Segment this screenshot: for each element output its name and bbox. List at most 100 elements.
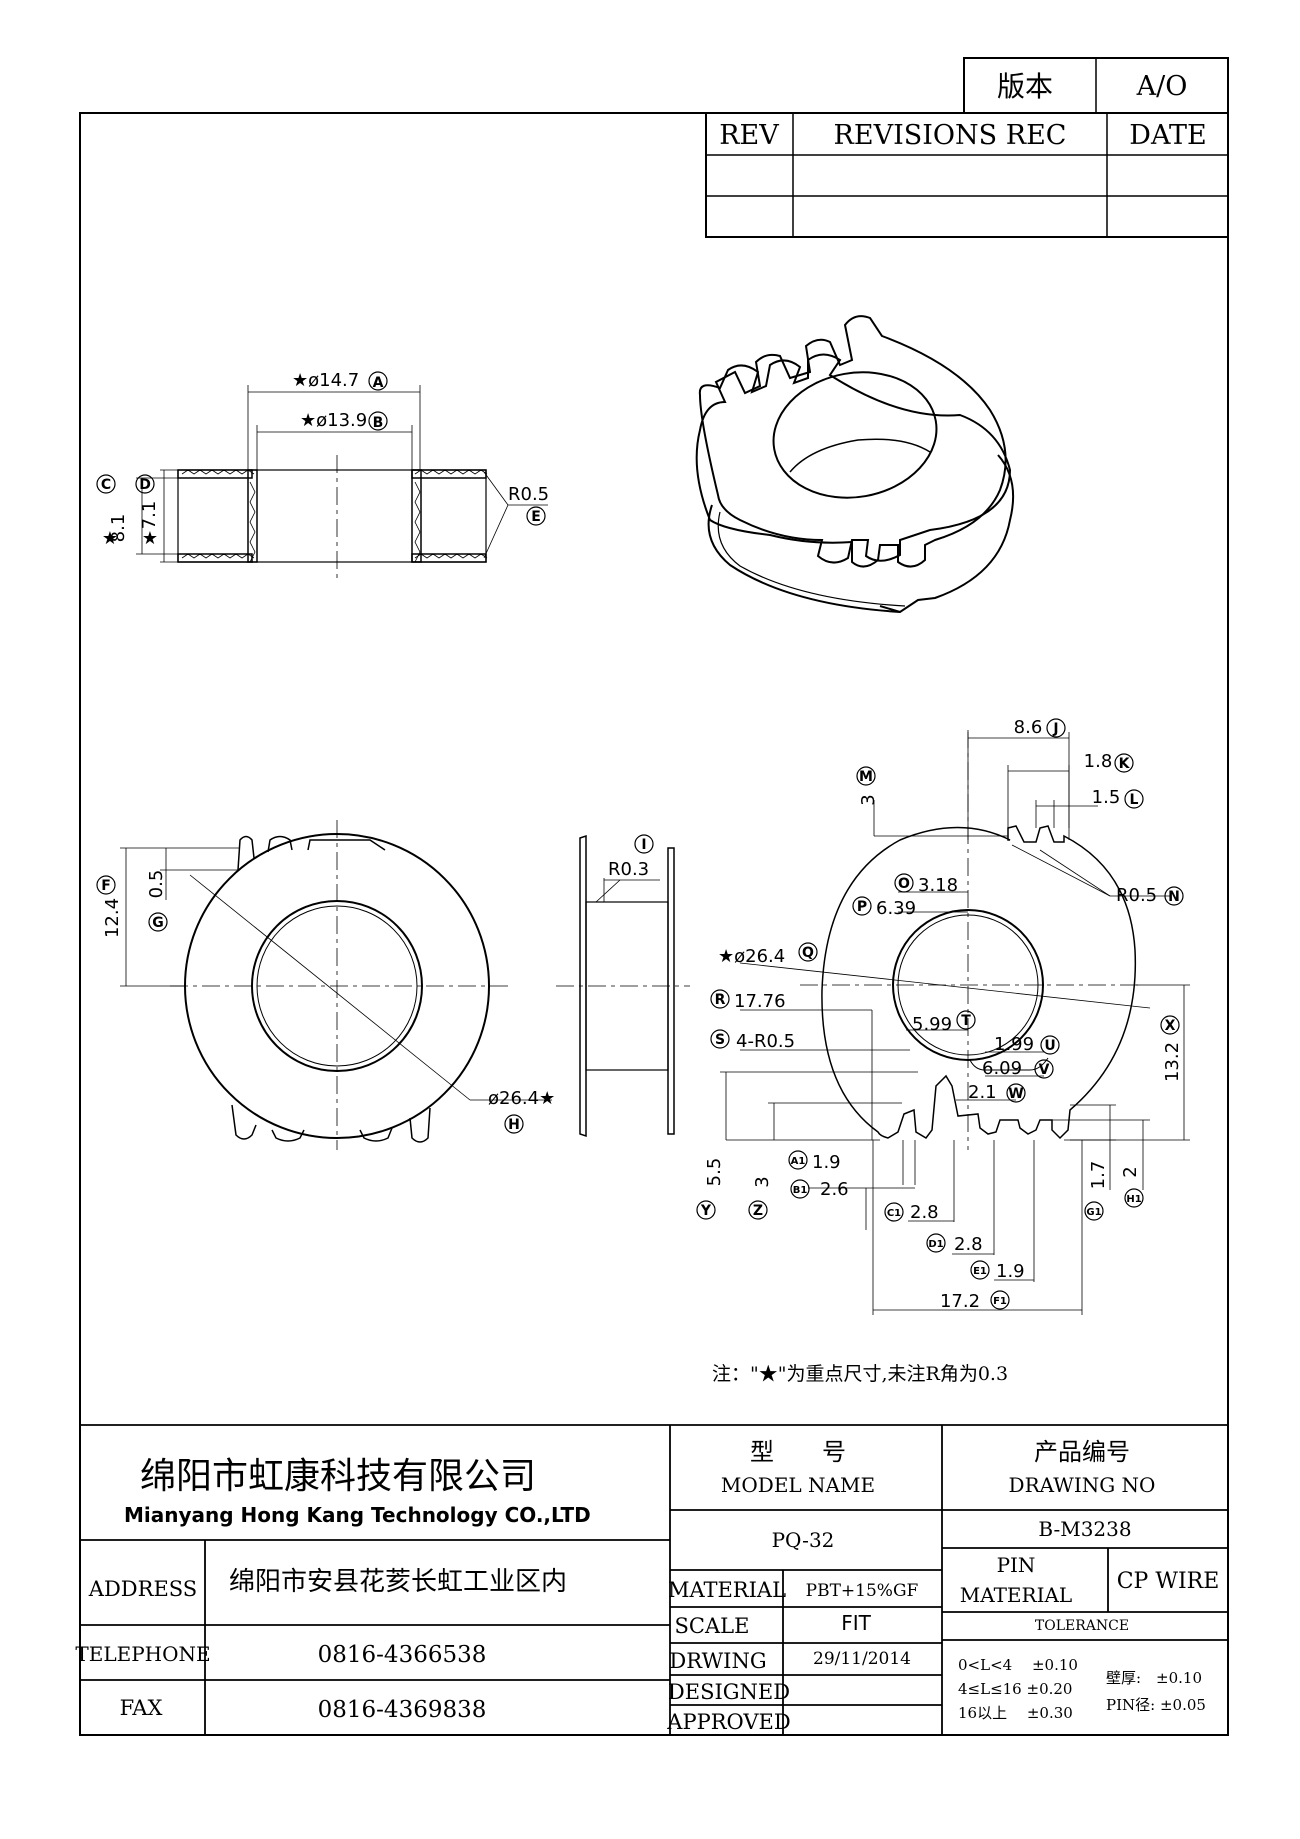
dim-y-circle — [696, 1200, 716, 1220]
dim-f1-label: 17.2 — [940, 1291, 980, 1312]
material-value: PBT+15%GF — [806, 1581, 919, 1601]
dim-o-circle — [894, 873, 914, 893]
dim-v-circle — [1034, 1059, 1054, 1079]
drawing-no-label-chinese: 产品编号 — [1034, 1438, 1130, 1466]
scale-value: FIT — [841, 1611, 871, 1635]
dim-n-circle — [1164, 886, 1184, 906]
dim-t-circle — [956, 1010, 976, 1030]
pin-material-label-1: PIN — [997, 1553, 1036, 1577]
fax-value: 0816-4369838 — [318, 1697, 487, 1723]
dim-c1-circle — [884, 1202, 904, 1222]
model-label-english: MODEL NAME — [721, 1473, 875, 1497]
dim-r-tag: R — [715, 992, 726, 1008]
dim-e-tag: E — [531, 509, 541, 525]
drawing-note: 注："★"为重点尺寸,未注R角为0.3 — [712, 1363, 1008, 1385]
isometric-flange — [695, 315, 1015, 614]
telephone-label: TELEPHONE — [75, 1642, 210, 1666]
dim-h-label: ø26.4★ — [488, 1088, 555, 1109]
dim-f-tag: F — [101, 878, 111, 894]
fax-label: FAX — [120, 1696, 163, 1720]
dim-h1-circle — [1124, 1188, 1144, 1208]
dim-v-label: 6.09 — [982, 1058, 1022, 1079]
dim-b1-tag: B1 — [793, 1185, 808, 1196]
dim-i-circle — [634, 834, 654, 854]
dim-g1-tag: G1 — [1086, 1207, 1101, 1218]
dim-e-label: R0.5 — [508, 484, 549, 505]
dim-c-star: ★ — [102, 528, 118, 549]
dim-h1-label: 2 — [1120, 1166, 1141, 1177]
dim-h1-tag: H1 — [1126, 1194, 1141, 1205]
dim-g-tag: G — [152, 915, 164, 931]
dim-f1-tag: F1 — [993, 1296, 1007, 1307]
dim-x-tag: X — [1165, 1018, 1176, 1034]
pin-material-value: CP WIRE — [1117, 1569, 1220, 1594]
dim-d-circle — [135, 474, 155, 494]
wall-thickness-tolerance: 壁厚: ±0.10 — [1106, 1669, 1202, 1687]
dim-f-label: 12.4 — [102, 898, 123, 938]
dim-e-circle — [526, 506, 546, 526]
dim-o-label: 3.18 — [918, 875, 958, 896]
dim-l-tag: L — [1130, 792, 1139, 808]
dim-j-label: 8.6 — [1014, 717, 1043, 738]
revisions-record-header: REVISIONS REC — [834, 120, 1067, 151]
dim-c-label: 8.1 — [108, 514, 129, 543]
dim-l-label: 1.5 — [1092, 787, 1121, 808]
dim-b-circle — [368, 411, 388, 431]
dim-c1-label: 2.8 — [910, 1202, 939, 1223]
material-label: MATERIAL — [668, 1578, 786, 1602]
dim-r-circle — [710, 989, 730, 1009]
dim-g-circle — [148, 912, 168, 932]
address-value: 绵阳市安县花荄长虹工业区内 — [229, 1567, 567, 1597]
dim-b-tag: B — [373, 415, 384, 431]
dim-b1-label: 2.6 — [820, 1179, 849, 1200]
company-name-chinese: 绵阳市虹康科技有限公司 — [140, 1456, 536, 1497]
dim-g1-label: 1.7 — [1088, 1161, 1109, 1190]
dim-z-label: 3 — [752, 1176, 773, 1187]
dim-c-circle — [96, 474, 116, 494]
pin-view — [720, 730, 1190, 1315]
dim-b-label: ★ø13.9 — [300, 410, 367, 431]
dim-w-tag: W — [1008, 1086, 1023, 1102]
dim-d-label: 7.1 — [139, 501, 160, 530]
dim-x-label: 13.2 — [1162, 1042, 1183, 1082]
dim-m-label: 3 — [858, 794, 879, 805]
dim-j-tag: J — [1052, 721, 1058, 737]
dim-r-label: 17.76 — [734, 991, 786, 1012]
dim-c-tag: C — [101, 477, 111, 493]
dim-i-tag: I — [641, 837, 646, 853]
dim-f1-circle — [990, 1290, 1010, 1310]
title-block-grid — [80, 1424, 1228, 1735]
dim-n-tag: N — [1168, 889, 1180, 905]
isometric-view — [698, 353, 1012, 564]
drawing-no-label-english: DRAWING NO — [1009, 1473, 1156, 1497]
dim-d1-tag: D1 — [928, 1239, 943, 1250]
dim-a-circle — [368, 371, 388, 391]
pin-material-label-2: MATERIAL — [960, 1583, 1072, 1607]
side-view — [556, 834, 690, 1138]
dim-m-tag: M — [859, 769, 873, 785]
drawing-no-value: B-M3238 — [1038, 1517, 1131, 1541]
drawing-frame — [79, 112, 1229, 1736]
pin-diameter-tolerance: PIN径: ±0.05 — [1106, 1696, 1206, 1714]
dim-t-label: 5.99 — [912, 1014, 952, 1035]
dim-h-tag: H — [508, 1117, 520, 1133]
dim-d-tag: D — [139, 477, 151, 493]
section-view — [136, 385, 548, 580]
model-value: PQ-32 — [772, 1528, 835, 1552]
tolerance-range-3: 16以上 ±0.30 — [958, 1704, 1073, 1722]
drwing-date-value: 29/11/2014 — [813, 1649, 911, 1669]
dim-f-circle — [96, 875, 116, 895]
dim-q-label: ★ø26.4 — [718, 946, 785, 967]
dim-k-circle — [1114, 753, 1134, 773]
dim-u-label: 1.99 — [994, 1034, 1034, 1055]
date-column-header: DATE — [1129, 120, 1206, 151]
version-label: 版本 — [997, 70, 1053, 103]
dim-m-circle — [856, 766, 876, 786]
dim-b1-circle — [790, 1179, 810, 1199]
dim-h-circle — [504, 1114, 524, 1134]
dim-v-tag: V — [1039, 1062, 1050, 1078]
dim-y-label: 5.5 — [704, 1158, 725, 1187]
dim-a1-tag: A1 — [791, 1156, 806, 1167]
dim-e1-tag: E1 — [973, 1266, 987, 1277]
company-name-english: Mianyang Hong Kang Technology CO.,LTD — [124, 1503, 591, 1527]
